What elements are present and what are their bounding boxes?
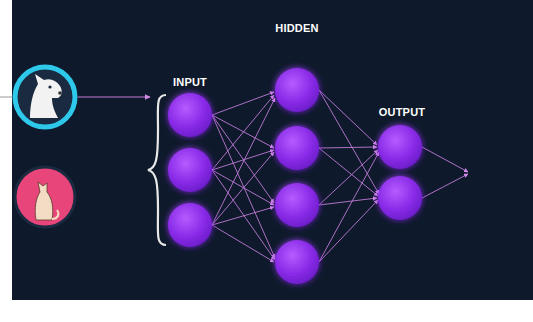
connection-lines: [212, 90, 468, 262]
curly-brace: [148, 95, 166, 245]
cat-icon: [15, 167, 75, 227]
layer-label: HIDDEN: [275, 22, 318, 34]
layer-label: INPUT: [173, 76, 207, 88]
input-arrow: [78, 96, 150, 97]
layer-label: OUTPUT: [379, 106, 425, 118]
background-panel: [12, 0, 533, 300]
dog-icon: [15, 67, 75, 127]
rule-line: [0, 97, 14, 98]
neuron-circles: [168, 68, 422, 284]
